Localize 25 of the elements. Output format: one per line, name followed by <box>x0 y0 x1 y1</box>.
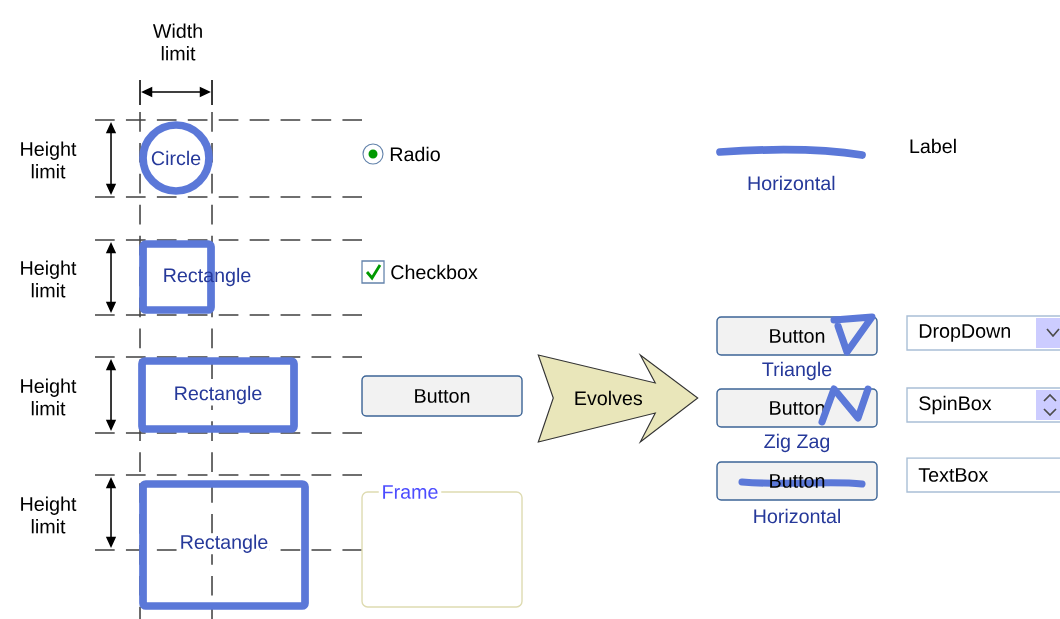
spinbox-field: SpinBox <box>906 387 1060 423</box>
gesture-rectangle: Rectangle <box>139 480 309 610</box>
arrow-label: Evolves <box>575 390 642 406</box>
dimension-label: Height limit <box>21 378 77 416</box>
dimension-label: Height limit <box>21 260 77 298</box>
button: Button <box>361 375 523 417</box>
text-field: TextBox <box>906 457 1060 493</box>
button: Button <box>716 313 878 356</box>
checkbox: Checkbox <box>361 260 478 284</box>
dimension-label: Height limit <box>21 496 77 534</box>
block-arrow <box>537 353 699 444</box>
gesture-caption: Triangle <box>762 361 832 381</box>
dimension-label: Width limit <box>152 23 202 61</box>
frame-box: Frame <box>361 482 523 608</box>
node-label: Checkbox <box>391 264 478 280</box>
gesture-caption: Horizontal <box>748 175 835 191</box>
control-label: Label <box>910 138 956 154</box>
dimension-label: Height limit <box>21 141 77 179</box>
gesture-rectangle: Rectangle <box>138 357 298 433</box>
gesture-caption: Horizontal <box>754 508 840 524</box>
dropdown-field: DropDown <box>906 315 1060 351</box>
radio-button: Radio <box>362 143 440 165</box>
node-label: Radio <box>390 146 440 162</box>
gesture-caption: Zig Zag <box>764 433 830 453</box>
button: Button <box>716 385 878 428</box>
